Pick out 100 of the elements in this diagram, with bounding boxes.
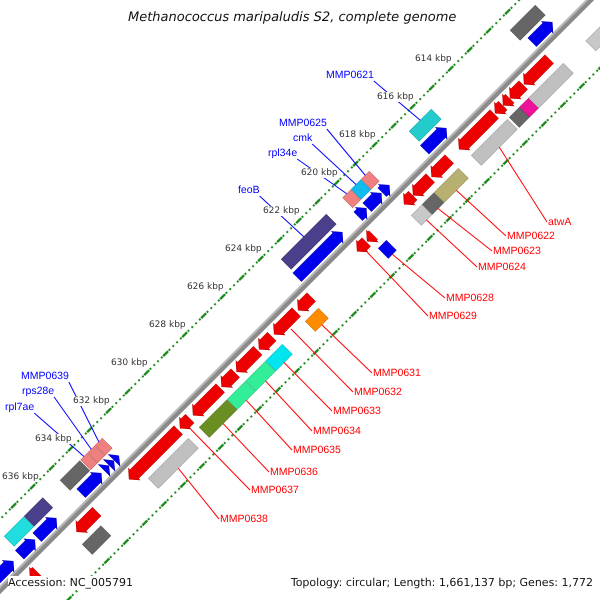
gene-block (502, 94, 515, 106)
gene-block (98, 464, 110, 477)
gene-label: MMP0631 (373, 367, 421, 379)
gene-label: MMP0634 (313, 425, 361, 437)
gene-bar (24, 497, 54, 527)
scale-label: 618 kbp (338, 130, 376, 140)
gene-bar (82, 525, 112, 555)
gene-label: MMP0625 (279, 117, 327, 129)
leader-line (438, 208, 492, 252)
scale-label: 632 kbp (72, 396, 110, 406)
gene-bar (304, 308, 329, 332)
gene-block (458, 110, 499, 150)
gene-block (523, 54, 554, 86)
scale-label: 630 kbp (110, 358, 148, 368)
gene-bar (528, 62, 574, 109)
leader-line (54, 396, 92, 450)
gene-block (528, 21, 554, 47)
gene-label: MMP0628 (446, 292, 494, 304)
scale-label: 614 kbp (414, 54, 452, 64)
scale-label: 626 kbp (186, 282, 224, 292)
leader-line (426, 220, 478, 268)
gene-label: rpl7ae (5, 401, 34, 413)
gene-bar (378, 240, 397, 259)
gene-label: MMP0621 (326, 69, 374, 81)
gene-block (494, 101, 508, 114)
gene-label: MMP0632 (354, 386, 402, 398)
title: Methanococcus maripaludis S2, complete genome (128, 10, 456, 26)
gene-label: rps28e (22, 385, 54, 397)
gene-label: MMP0624 (478, 261, 526, 273)
gene-label: MMP0638 (220, 513, 268, 525)
gene-block (354, 207, 368, 221)
leader-line (284, 362, 332, 412)
gene-bar (265, 344, 293, 372)
scale-label: 628 kbp (148, 320, 186, 330)
gene-bar (280, 214, 337, 270)
gene-block (76, 472, 102, 498)
gene-block (292, 231, 344, 282)
gene-block (378, 184, 390, 197)
gene-bar (60, 460, 90, 491)
gene-bar (510, 4, 546, 41)
genome-summary-text: Topology: circular; Length: 1,661,137 bp; Genes: 1,772 (290, 576, 593, 589)
gene-block (297, 292, 316, 312)
gene-block (366, 230, 379, 242)
scale-label: 620 kbp (300, 168, 338, 178)
gene-label: MMP0623 (493, 245, 541, 257)
leader-line (498, 146, 548, 222)
gene-bar (350, 179, 372, 200)
leader-line (246, 400, 292, 450)
leader-line (326, 128, 366, 176)
leader-line (366, 252, 428, 316)
scale-label: 624 kbp (224, 244, 262, 254)
gene-block (403, 191, 418, 206)
gene-bar (4, 516, 34, 547)
gene-bar (148, 438, 199, 489)
leader-line (222, 423, 270, 472)
gene-bar (470, 118, 518, 166)
gene-block (32, 517, 58, 542)
leader-line (290, 328, 354, 392)
gene-label: MMP0629 (429, 310, 477, 322)
gene-bar (342, 189, 362, 208)
gene-bar (198, 399, 238, 438)
gene-label: atwA (548, 216, 572, 228)
gene-bar (410, 204, 432, 226)
leader-line (312, 144, 356, 185)
gene-bar (87, 445, 106, 464)
gene-block (192, 384, 225, 416)
gene-bar (94, 438, 113, 456)
gene-label: MMP0622 (507, 230, 555, 242)
gene-block (236, 346, 262, 373)
scale-label: 622 kbp (262, 206, 300, 216)
gene-block (273, 308, 301, 336)
gene-block (76, 507, 102, 533)
gene-label: rpl34e (268, 147, 298, 159)
gene-label: MMP0635 (293, 444, 341, 456)
gene-block (430, 154, 454, 178)
accession-text: Accession: NC_005791 (8, 576, 134, 589)
gene-block (220, 368, 240, 388)
gene-bar (226, 380, 256, 410)
leader-line (265, 380, 312, 432)
leader-line (456, 190, 506, 236)
gene-block (128, 426, 183, 480)
gene-bar (518, 98, 539, 118)
gene-bar (360, 170, 380, 190)
leader-line (190, 428, 250, 490)
scale-label: 616 kbp (376, 92, 414, 102)
gene-bar (508, 106, 530, 128)
gene-block (258, 332, 276, 350)
gene-label: MMP0636 (270, 466, 318, 478)
gene-bar (422, 192, 444, 215)
gene-block (179, 414, 194, 430)
leader-line (392, 254, 446, 298)
gene-block (420, 127, 448, 154)
gene-block (362, 192, 382, 212)
gene-bar (434, 168, 469, 203)
scale-label: 634 kbp (34, 434, 72, 444)
gene-label: feoB (238, 184, 260, 196)
gene-bar (408, 108, 442, 142)
gene-block (108, 454, 120, 467)
leader-line (321, 324, 372, 374)
gene-block (509, 80, 528, 100)
